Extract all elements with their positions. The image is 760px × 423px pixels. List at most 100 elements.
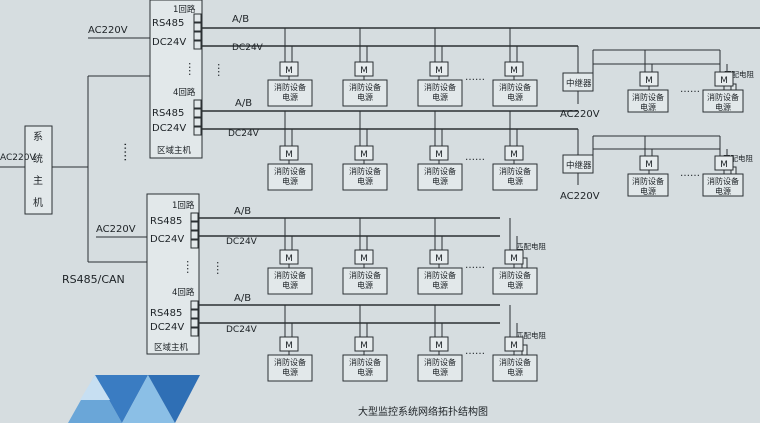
rs485-label: RS485 [150, 216, 182, 227]
fire-power-device-box [627, 173, 669, 197]
device-label-line1: 消防设备 [274, 82, 306, 92]
terminal-port [190, 221, 199, 231]
device-label-line2: 电源 [432, 280, 448, 290]
device-ellipsis: …… [680, 84, 700, 95]
fire-power-device-box [267, 79, 313, 107]
region-host-label: 区域主机 [154, 342, 189, 353]
terminal-port [190, 318, 199, 328]
fire-power-device-box [342, 79, 388, 107]
module-label: M [360, 66, 368, 76]
region-host-label: 区域主机 [157, 145, 192, 156]
device-label-line2: 电源 [640, 186, 656, 196]
device-label-line1: 消防设备 [499, 357, 531, 367]
region-ac-label: AC220V [96, 224, 136, 235]
terminal-port [190, 230, 199, 240]
device-group: M消防设备电源M消防设备电源M消防设备电源M消防设备电源……M消防设备电源M消防… [267, 28, 744, 382]
module-label: M [435, 150, 443, 160]
rs485-label: RS485 [152, 108, 184, 119]
device-label-line2: 电源 [715, 186, 731, 196]
module-label: M [435, 254, 443, 264]
fire-power-device-box [702, 173, 744, 197]
fire-power-device-box [492, 163, 538, 191]
module-label: M [720, 160, 728, 170]
device-label-line1: 消防设备 [424, 82, 456, 92]
module-label: M [510, 66, 518, 76]
terminal-port [190, 239, 199, 249]
device-label-line1: 消防设备 [424, 166, 456, 176]
dc24v-label: DC24V [152, 37, 186, 48]
device-ellipsis: …… [465, 260, 485, 271]
loop-ellipsis-vertical: ···· [211, 261, 224, 275]
ab-line-label: A/B [234, 293, 251, 304]
terminal-port [193, 108, 202, 118]
fire-power-device-box [492, 354, 538, 382]
terminal-port [193, 99, 202, 109]
device-label-line2: 电源 [715, 102, 731, 112]
dc-line-label: DC24V [232, 43, 264, 53]
fire-power-device-box [267, 267, 313, 295]
terminal-port [193, 117, 202, 127]
fire-power-device-box [417, 163, 463, 191]
device-label-line2: 电源 [432, 92, 448, 102]
device-ellipsis: …… [465, 72, 485, 83]
device-label-line2: 电源 [432, 176, 448, 186]
terminal-port [193, 40, 202, 50]
module-label: M [645, 76, 653, 86]
system-host-char: 统 [33, 152, 43, 165]
device-label-line1: 消防设备 [632, 176, 664, 186]
dc24v-label: DC24V [150, 322, 184, 333]
fire-power-device-box [417, 267, 463, 295]
device-label-line1: 消防设备 [349, 357, 381, 367]
device-label-line2: 电源 [282, 92, 298, 102]
fire-power-device-box [417, 79, 463, 107]
diagram-title: 大型监控系统网络拓扑结构图 [358, 405, 488, 418]
system-host-box [24, 125, 53, 215]
rs485-label: RS485 [150, 308, 182, 319]
device-label-line1: 消防设备 [707, 176, 739, 186]
device-label-line2: 电源 [640, 102, 656, 112]
repeater-ac-label: AC220V [560, 191, 600, 202]
device-label-line1: 消防设备 [632, 92, 664, 102]
region-ac-label: AC220V [88, 25, 128, 36]
fire-power-device-box [342, 163, 388, 191]
system-host-char: 机 [33, 196, 43, 209]
loop-label: 4回路 [172, 287, 195, 298]
dc-line-label: DC24V [228, 129, 260, 139]
fire-power-device-box [417, 354, 463, 382]
rs485-can-label: RS485/CAN [62, 273, 125, 286]
repeater-label: 中继器 [566, 78, 592, 89]
device-label-line1: 消防设备 [424, 357, 456, 367]
device-label-line1: 消防设备 [499, 82, 531, 92]
fire-power-device-box [702, 89, 744, 113]
terminator-label: 匹配电阻 [723, 153, 753, 163]
repeater-label: 中继器 [566, 160, 592, 171]
device-label-line1: 消防设备 [274, 270, 306, 280]
module-label: M [360, 150, 368, 160]
region-host-box [146, 193, 200, 355]
region-host-box [149, 0, 203, 159]
terminal-port [190, 300, 199, 310]
repeater-ac-label: AC220V [560, 109, 600, 120]
dc-line-label: DC24V [226, 325, 258, 335]
terminator-label: 匹配电阻 [516, 241, 546, 251]
ab-line-label: A/B [232, 14, 249, 25]
device-label-line1: 消防设备 [349, 270, 381, 280]
device-label-line2: 电源 [432, 367, 448, 377]
terminal-port [190, 212, 199, 222]
logo-triangle [148, 375, 200, 423]
loop-ellipsis-vertical: ···· [183, 62, 196, 76]
module-label: M [720, 76, 728, 86]
fire-power-device-box [267, 354, 313, 382]
dc-line-label: DC24V [226, 237, 258, 247]
terminal-port [193, 126, 202, 136]
terminal-port [190, 309, 199, 319]
logo-triangle [95, 375, 148, 423]
device-label-line2: 电源 [357, 367, 373, 377]
loop-ellipsis-vertical: ···· [212, 63, 225, 77]
module-label: M [360, 341, 368, 351]
fire-power-device-box [492, 267, 538, 295]
fire-power-device-box [492, 79, 538, 107]
rs485-label: RS485 [152, 18, 184, 29]
